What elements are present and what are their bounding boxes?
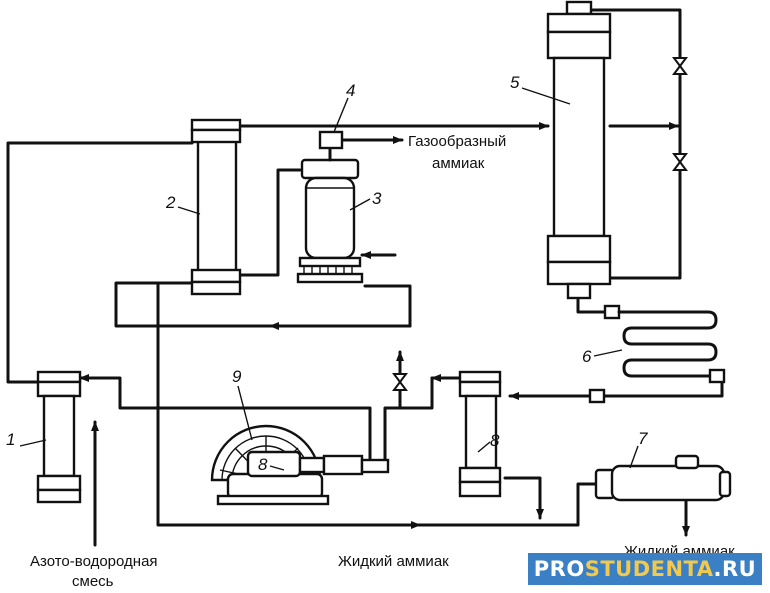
watermark-part-2: STUDENTA	[584, 557, 714, 581]
label-2: 2	[165, 193, 176, 212]
column-8	[458, 370, 502, 498]
valve-mid-right	[672, 153, 688, 171]
cooler-coil-6	[588, 304, 726, 404]
caption-inlet-2: смесь	[72, 573, 114, 590]
caption-gas-ammonia-1: Газообразный	[408, 133, 506, 150]
label-9: 9	[232, 367, 242, 386]
separator-4	[318, 130, 344, 150]
label-5: 5	[510, 73, 520, 92]
watermark-part-1: PRO	[533, 557, 585, 581]
watermark-part-3: .RU	[713, 557, 757, 581]
column-2	[190, 118, 242, 296]
label-6: 6	[582, 347, 592, 366]
label-3: 3	[372, 189, 382, 208]
column-1	[36, 370, 82, 504]
caption-liquid-ammonia: Жидкий аммиак	[338, 553, 449, 570]
label-4: 4	[346, 81, 355, 100]
valve-vent	[392, 373, 408, 391]
caption-inlet-1: Азото-водородная	[30, 553, 158, 570]
label-7: 7	[638, 429, 648, 448]
callouts	[19, 87, 639, 471]
condensation-column-3	[296, 144, 364, 284]
compressor-9	[210, 424, 390, 506]
separator-7	[594, 454, 732, 502]
column-5	[546, 0, 612, 300]
label-8-right: 8	[490, 431, 500, 450]
label-8-left: 8	[258, 455, 268, 474]
caption-gas-ammonia-2: аммиак	[432, 155, 485, 172]
label-1: 1	[6, 430, 15, 449]
valve-top-right	[672, 57, 688, 75]
